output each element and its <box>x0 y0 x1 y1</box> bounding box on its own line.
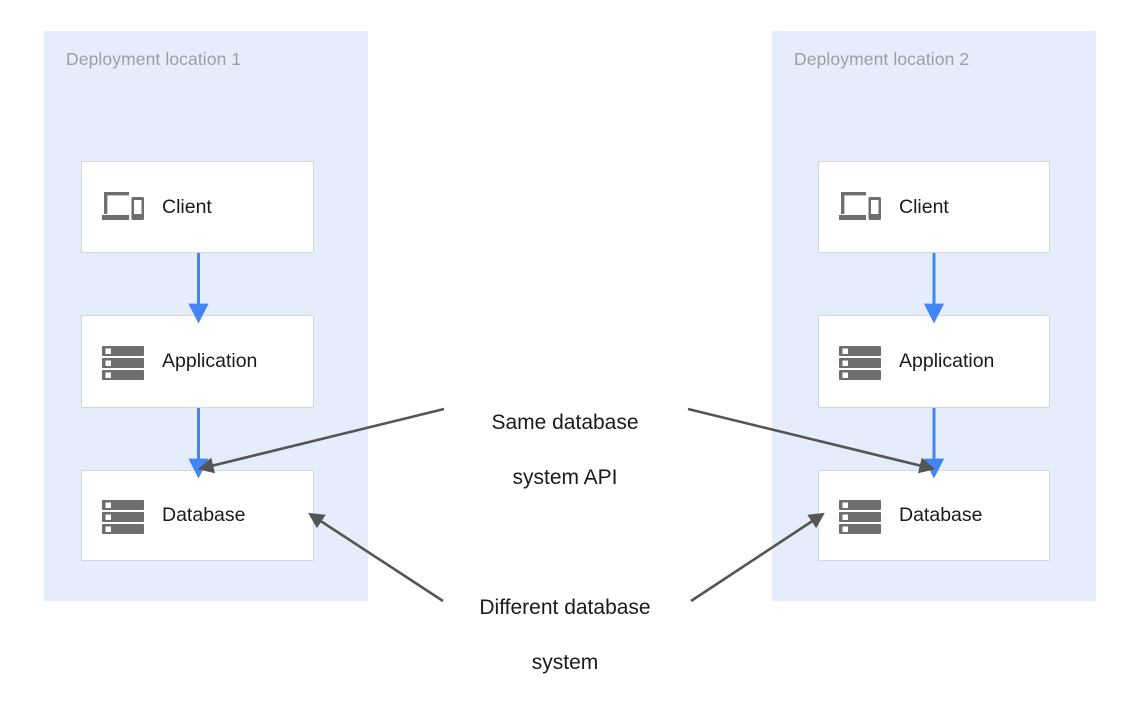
annotation-same-api-line-2: system API <box>512 466 618 490</box>
annotation-different-database-system: Different database system <box>440 566 690 705</box>
annotation-different-system-line-1: Different database <box>479 595 651 619</box>
server-stack-icon <box>100 339 146 385</box>
node-client-2[interactable]: Client <box>818 161 1050 253</box>
devices-icon <box>837 184 883 230</box>
node-database-2[interactable]: Database <box>818 470 1050 561</box>
node-label-database-2: Database <box>899 504 983 526</box>
diagram-canvas: Deployment location 1 Client <box>44 31 1096 674</box>
panel-title-deployment-location-2: Deployment location 2 <box>794 49 970 69</box>
node-label-application-1: Application <box>162 350 258 372</box>
database-stack-icon <box>100 493 146 539</box>
server-stack-icon <box>837 339 883 385</box>
annotation-same-database-system-api: Same database system API <box>440 381 690 520</box>
panel-title-deployment-location-1: Deployment location 1 <box>66 49 242 69</box>
node-database-1[interactable]: Database <box>81 470 314 561</box>
node-application-2[interactable]: Application <box>818 315 1050 408</box>
node-client-1[interactable]: Client <box>81 161 314 253</box>
node-application-1[interactable]: Application <box>81 315 314 408</box>
devices-icon <box>100 184 146 230</box>
database-stack-icon <box>837 493 883 539</box>
node-label-application-2: Application <box>899 350 995 372</box>
annotation-different-system-line-2: system <box>531 651 599 675</box>
node-label-client-1: Client <box>162 195 212 218</box>
annotation-same-api-line-1: Same database <box>491 410 639 434</box>
node-label-database-1: Database <box>162 504 246 526</box>
node-label-client-2: Client <box>899 195 949 218</box>
